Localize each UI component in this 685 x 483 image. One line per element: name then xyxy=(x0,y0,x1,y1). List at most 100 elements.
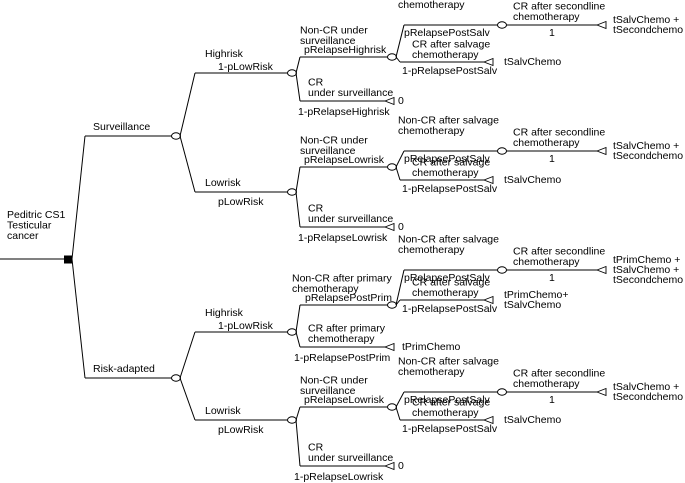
strategy-branch xyxy=(71,258,86,379)
chance-node-outcome[interactable] xyxy=(387,403,397,411)
outcome-label: Non-CR after primary xyxy=(292,273,393,285)
chance-node-outcome[interactable] xyxy=(387,53,397,61)
salvage-prob: 1-pRelapsePostSalv xyxy=(402,65,498,77)
secondline-label: CR after secondline xyxy=(513,1,605,13)
terminal-node[interactable] xyxy=(595,387,607,397)
chance-node-risk-group[interactable] xyxy=(287,69,297,77)
secondline-label: chemotherapy xyxy=(513,378,580,390)
outcome-prob: 1-pRelapseLowrisk xyxy=(298,232,388,244)
salvage-prob: pRelapsePostSalv xyxy=(404,272,491,284)
payoff-value: tSecondchemo xyxy=(613,150,683,162)
salvage-label: CR after salvage xyxy=(412,39,490,51)
salvage-label: Non-CR after salvage xyxy=(398,356,499,368)
risk-group-prob: 1-pLowRisk xyxy=(218,320,274,332)
salvage-prob: 1-pRelapsePostSalv xyxy=(402,423,498,435)
chance-node-outcome[interactable] xyxy=(387,163,397,171)
chance-node-risk-group[interactable] xyxy=(287,328,297,336)
payoff-value: 0 xyxy=(398,221,404,233)
outcome-label: CR xyxy=(308,203,324,215)
salvage-label: chemotherapy xyxy=(412,287,479,299)
chance-node-salvage[interactable] xyxy=(497,388,507,396)
terminal-node[interactable] xyxy=(595,265,607,275)
chance-node-salvage[interactable] xyxy=(497,21,507,29)
secondline-prob: 1 xyxy=(549,394,555,406)
salvage-prob: 1-pRelapsePostSalv xyxy=(402,183,498,195)
chance-node-risk-group[interactable] xyxy=(287,188,297,196)
root-label: Peditric CS1 xyxy=(7,209,66,221)
outcome-label: under surveillance xyxy=(308,213,393,225)
chance-node-salvage[interactable] xyxy=(497,266,507,274)
terminal-node[interactable] xyxy=(595,146,607,156)
outcome-label: chemotherapy xyxy=(308,333,375,345)
outcome-branch xyxy=(295,191,301,228)
salvage-label: CR after salvage xyxy=(412,277,490,289)
terminal-node[interactable] xyxy=(482,57,494,67)
outcome-branch xyxy=(295,56,301,74)
salvage-branch xyxy=(395,406,401,421)
decision-node[interactable] xyxy=(64,255,72,264)
payoff-value: tSecondchemo xyxy=(613,391,683,403)
payoff-value: tSecondchemo xyxy=(613,274,683,286)
outcome-branch xyxy=(295,72,301,102)
risk-group-label: Highrisk xyxy=(205,307,244,319)
secondline-label: chemotherapy xyxy=(513,11,580,23)
terminal-node[interactable] xyxy=(482,295,494,305)
risk-group-prob: pLowRisk xyxy=(218,196,264,208)
outcome-label: under surveillance xyxy=(308,452,393,464)
salvage-branch xyxy=(395,299,401,306)
terminal-node[interactable] xyxy=(482,175,494,185)
terminal-node[interactable] xyxy=(595,20,607,30)
terminal-node[interactable] xyxy=(383,461,395,471)
payoff-value: 0 xyxy=(398,95,404,107)
outcome-label: surveillance xyxy=(300,385,356,397)
risk-group-branch xyxy=(179,331,196,379)
outcome-label: chemotherapy xyxy=(292,283,359,295)
risk-group-branch xyxy=(179,135,196,193)
root-label: cancer xyxy=(7,230,39,242)
outcome-label: under surveillance xyxy=(308,87,393,99)
secondline-prob: 1 xyxy=(549,153,555,165)
terminal-node[interactable] xyxy=(482,415,494,425)
outcome-prob: pRelapseLowrisk xyxy=(304,394,385,406)
salvage-label: chemotherapy xyxy=(398,366,465,378)
payoff-value: 0 xyxy=(398,460,404,472)
payoff-value: tSalvChemo + xyxy=(613,14,679,26)
outcome-label: surveillance xyxy=(300,145,356,157)
chance-node-surveillance[interactable] xyxy=(171,132,181,140)
outcome-label: CR xyxy=(308,442,324,454)
root-label: Testicular xyxy=(7,220,52,232)
salvage-branch xyxy=(395,56,401,63)
secondline-label: chemotherapy xyxy=(513,137,580,149)
strategy-label: Surveillance xyxy=(93,121,150,133)
salvage-prob: pRelapsePostSalv xyxy=(404,27,491,39)
outcome-branch xyxy=(295,331,301,348)
payoff-value: tSalvChemo xyxy=(504,56,561,68)
terminal-node[interactable] xyxy=(383,96,395,106)
outcome-branch xyxy=(295,419,301,467)
outcome-branch xyxy=(295,406,301,421)
payoff-value: tSalvChemo xyxy=(504,299,561,311)
chance-node-risk-group[interactable] xyxy=(287,416,297,424)
salvage-prob: 1-pRelapsePostSalv xyxy=(402,303,498,315)
secondline-label: CR after secondline xyxy=(513,246,605,258)
strategy-branch xyxy=(71,135,86,260)
risk-group-label: Lowrisk xyxy=(205,405,241,417)
salvage-branch xyxy=(395,391,405,408)
secondline-label: CR after secondline xyxy=(513,368,605,380)
outcome-branch xyxy=(295,166,301,193)
terminal-node[interactable] xyxy=(383,342,395,352)
chance-node-salvage[interactable] xyxy=(497,147,507,155)
secondline-label: CR after secondline xyxy=(513,127,605,139)
salvage-label: Non-CR after salvage xyxy=(398,115,499,127)
outcome-branch xyxy=(295,304,301,333)
outcome-prob: 1-pRelapseHighrisk xyxy=(298,106,390,118)
salvage-label: CR after salvage xyxy=(412,157,490,169)
outcome-label: CR after primary xyxy=(308,323,386,335)
payoff-value: tSalvChemo xyxy=(504,174,561,186)
salvage-branch xyxy=(395,24,405,58)
risk-group-branch xyxy=(179,377,196,421)
chance-node-risk-adapted[interactable] xyxy=(171,374,181,382)
outcome-label: Non-CR under xyxy=(300,375,368,387)
terminal-node[interactable] xyxy=(383,222,395,232)
